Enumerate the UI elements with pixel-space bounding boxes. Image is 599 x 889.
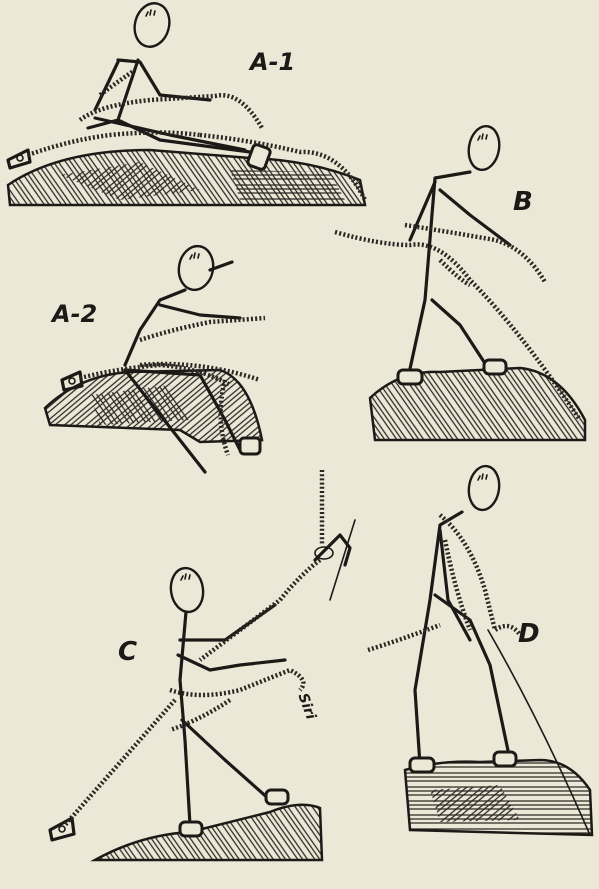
rope-c: [65, 470, 322, 825]
label-d: D: [518, 619, 540, 649]
head-a2: [175, 243, 216, 292]
anchor-piton-a1: [8, 150, 30, 168]
head-a1: [130, 0, 174, 51]
label-a2: A-2: [50, 300, 97, 328]
figure-c: C Siri: [50, 470, 355, 860]
head-c: [168, 566, 206, 614]
anchor-piton-a2: [62, 372, 82, 390]
figure-a2: A-2: [45, 243, 265, 472]
label-b: B: [513, 187, 533, 217]
head-d: [466, 464, 502, 512]
climber-b: [398, 124, 510, 384]
rock-ledge-a1: [8, 150, 365, 205]
climber-d: [410, 464, 516, 772]
upper-anchor-c: [315, 520, 355, 600]
rock-ledge-c: [95, 805, 322, 860]
figure-d: D: [368, 464, 592, 835]
artist-signature: Siri: [295, 691, 319, 722]
label-c: C: [118, 637, 137, 667]
label-a1: A-1: [248, 48, 295, 76]
figure-b: B: [335, 124, 585, 440]
figure-a1: A-1: [8, 0, 365, 205]
head-b: [465, 124, 502, 173]
